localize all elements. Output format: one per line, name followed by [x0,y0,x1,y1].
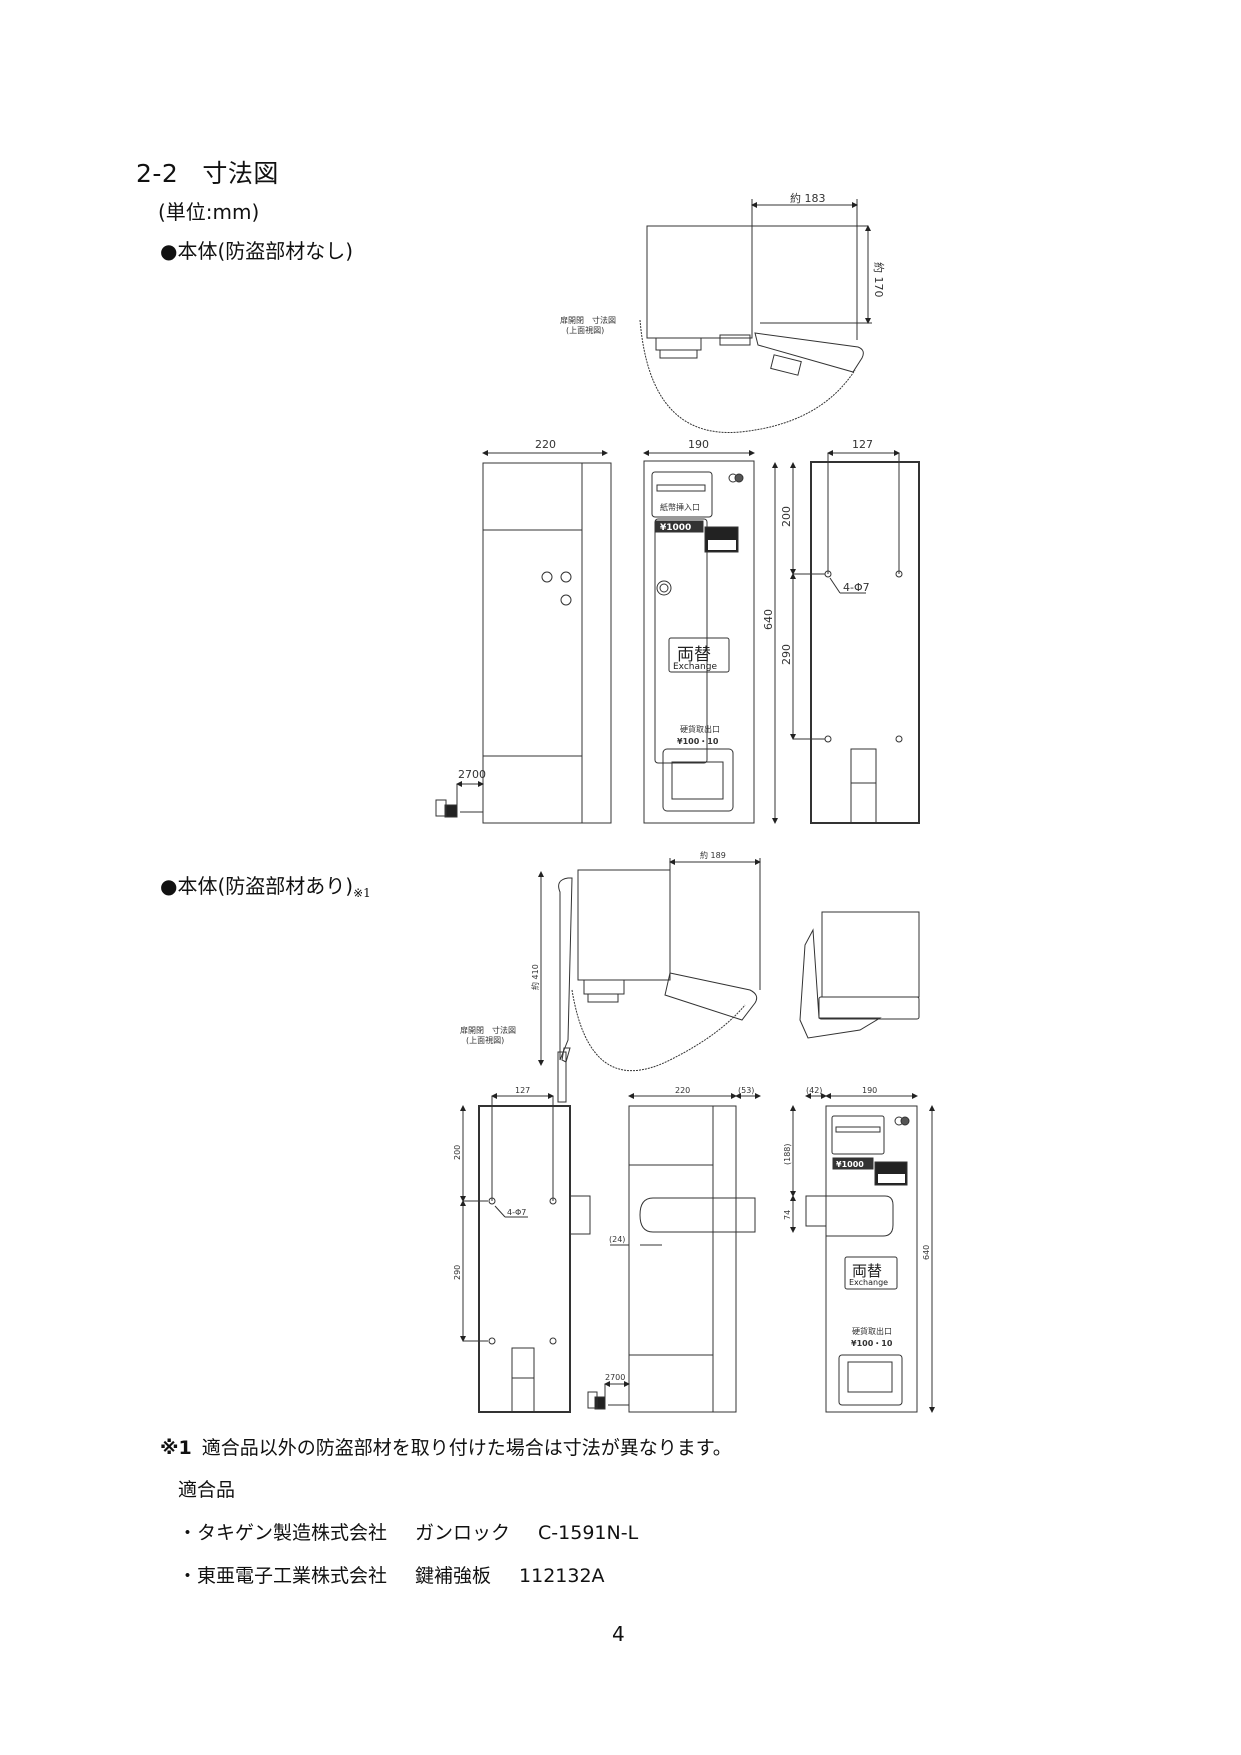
dim-label: 190 [862,1086,877,1095]
dim-label: 約 170 [872,262,886,298]
coin-denoms-label: ¥100・10 [677,737,719,746]
compatible-item: ・東亜電子工業株式会社 鍵補強板 112132A [178,1561,605,1588]
side-view-drawing-2 [587,1093,761,1413]
dim-label: 4-Φ7 [843,581,870,594]
back-view-drawing-2 [460,1093,591,1413]
product: 鍵補強板 [415,1565,492,1587]
dim-label: 約 183 [790,191,826,205]
compatible-heading: 適合品 [178,1479,236,1501]
exchange-jp-label: 両替 [677,645,711,665]
caption: (上面視図) [466,1036,504,1045]
front-view-drawing-1 [643,450,778,824]
product: ガンロック [415,1522,511,1544]
footnote-ref: ※1 [353,886,371,900]
dim-label: 2700 [605,1373,625,1382]
dim-label: 200 [453,1145,462,1160]
top-view-drawing-2 [538,858,761,1103]
model: C-1591N-L [538,1522,639,1544]
back-view-drawing-1 [790,450,920,824]
unit-note: (単位:mm) [158,200,260,224]
dim-label: 127 [852,438,873,451]
footnote: ※1 適合品以外の防盗部材を取り付けた場合は寸法が異なります。 [160,1433,732,1460]
dim-label: (42) [806,1086,822,1095]
dim-label: 127 [515,1086,530,1095]
denomination-label: ¥1000 [836,1160,864,1169]
maker: ・タキゲン製造株式会社 [178,1522,388,1544]
compatible-item: ・タキゲン製造株式会社 ガンロック C-1591N-L [178,1518,638,1545]
dim-label: 220 [675,1086,690,1095]
section-heading: 2-2 寸法図 [136,154,279,190]
dim-label: 640 [762,609,775,630]
variant-label: ●本体(防盗部材あり) [160,874,354,898]
variant-heading-without-guard: ●本体(防盗部材なし) [160,235,353,264]
dim-label: 74 [783,1210,792,1220]
dim-label: 220 [535,438,556,451]
dim-label: 4-Φ7 [507,1208,526,1217]
maker: ・東亜電子工業株式会社 [178,1565,388,1587]
exchange-en-label: Exchange [673,662,717,672]
dim-label: 200 [780,506,793,527]
caption: 扉開閉 寸法図 [460,1025,516,1035]
coin-outlet-label: 硬貨取出口 [680,724,720,734]
dim-label: 640 [922,1245,931,1260]
page-number: 4 [612,1622,625,1646]
dim-label: 290 [780,644,793,665]
coin-outlet-label: 硬貨取出口 [852,1326,892,1336]
section-title: 寸法図 [202,159,279,188]
exchange-en-label: Exchange [849,1278,888,1287]
exchange-jp-label: 両替 [852,1262,882,1280]
dim-label: 約 410 [530,964,540,990]
dim-label: 190 [688,438,709,451]
top-view-closed-drawing-2 [799,911,920,1039]
footnote-text: 適合品以外の防盗部材を取り付けた場合は寸法が異なります。 [201,1437,732,1459]
coin-denoms-label: ¥100・10 [851,1339,893,1348]
denomination-label: ¥1000 [660,523,691,533]
top-view-drawing-1 [639,199,872,433]
dim-label: (53) [738,1086,754,1095]
section-number: 2-2 [136,159,179,188]
footnote-mark: ※1 [160,1437,192,1459]
variant-label: ●本体(防盗部材なし) [160,239,354,263]
variant-heading-with-guard: ●本体(防盗部材あり)※1 [160,870,371,900]
dim-label: 290 [453,1265,462,1280]
caption: 扉開閉 寸法図 [560,315,616,325]
model: 112132A [519,1565,605,1587]
dim-label: 2700 [458,768,486,781]
dim-label: 約 189 [700,850,726,860]
dim-label: (188) [783,1143,792,1165]
dim-label: (24) [609,1235,625,1244]
bill-slot-label: 紙幣挿入口 [660,502,700,512]
front-view-drawing-2 [790,1093,935,1413]
caption: (上面視図) [566,326,604,335]
side-view-drawing-1 [435,450,612,824]
